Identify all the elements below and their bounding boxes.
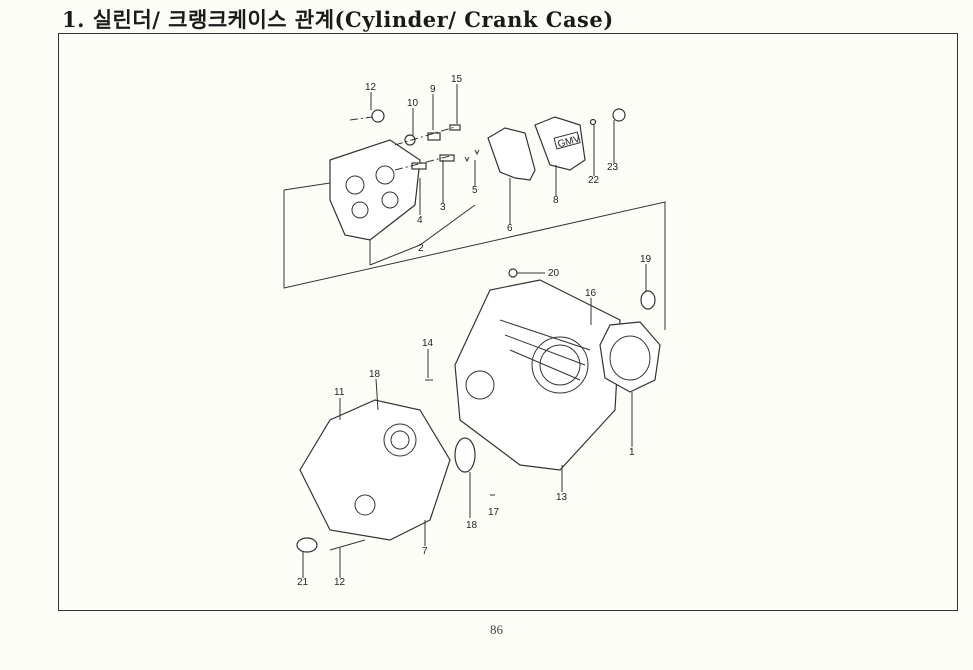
oil-seal-21 (296, 537, 318, 553)
oil-seal-19 (640, 290, 656, 310)
part-label: 6 (507, 223, 513, 234)
valve-parts (349, 109, 480, 171)
crank-case (454, 279, 621, 471)
bolt-head (612, 108, 626, 122)
crank-case-cover (299, 399, 451, 541)
cylinder-head (329, 139, 476, 266)
part-label: 9 (430, 84, 436, 95)
part-label: 21 (297, 577, 309, 588)
part-label: 1 (629, 447, 635, 458)
part-label: 20 (548, 268, 560, 279)
head-cover: GMV (534, 116, 586, 171)
part-label: 13 (556, 492, 568, 503)
part-label: 22 (588, 175, 600, 186)
leader-lines (302, 84, 647, 578)
part-label: 11 (334, 387, 345, 398)
cylinder-gasket (599, 321, 661, 393)
part-label: 10 (407, 98, 419, 109)
part-label: 4 (417, 215, 423, 226)
part-label: 12 (334, 577, 346, 588)
washer (589, 118, 597, 126)
part-label: 18 (466, 520, 478, 531)
part-label: 18 (369, 369, 381, 380)
part-label: 2 (418, 243, 424, 254)
oil-seal-18 (454, 437, 476, 473)
page-title: 1. 실린더/ 크랭크케이스 관계(Cylinder/ Crank Case) (62, 7, 614, 32)
part-label: 23 (607, 162, 619, 173)
part-label: 12 (365, 82, 377, 93)
part-label: 3 (440, 202, 446, 213)
page-number: 86 (490, 622, 503, 637)
part-label: 7 (422, 546, 428, 557)
head-cover-gasket (487, 127, 536, 181)
part-label: 8 (553, 195, 559, 206)
part-label: 16 (585, 288, 597, 299)
cylinder-head-group-outline (283, 182, 666, 330)
part-label: 17 (488, 507, 500, 518)
part-label: 15 (451, 74, 463, 85)
plug-20 (508, 268, 518, 278)
part-label: 19 (640, 254, 652, 265)
diagram-frame (58, 33, 958, 611)
part-label: 14 (422, 338, 434, 349)
part-label: 5 (472, 185, 478, 196)
